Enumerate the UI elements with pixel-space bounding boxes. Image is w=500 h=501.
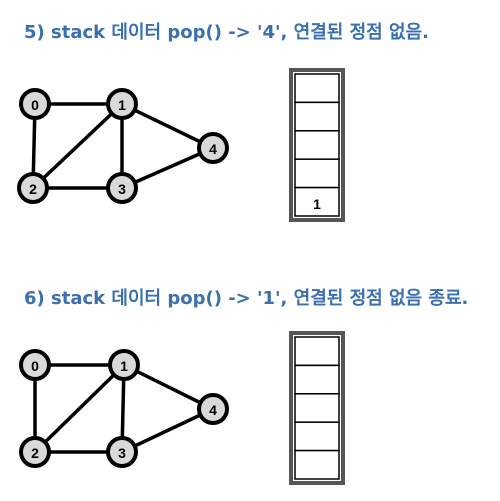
- vertex-label: 3: [118, 445, 126, 461]
- stack-slot: [294, 101, 340, 132]
- vertex-label: 4: [209, 402, 217, 418]
- vertex-3: 3: [106, 436, 138, 468]
- stack: [289, 331, 345, 485]
- vertex-circle: [19, 436, 51, 468]
- step-5-title: 5) stack 데이터 pop() -> '4', 연결된 정점 없음.: [24, 22, 429, 43]
- vertex-label: 0: [31, 97, 39, 113]
- vertex-circle: [197, 132, 229, 164]
- vertex-0: 0: [19, 88, 51, 120]
- vertex-circle: [19, 88, 51, 120]
- stack-slot: [294, 73, 340, 104]
- vertex-circle: [108, 349, 140, 381]
- edge-1-2: [31, 102, 124, 190]
- vertex-label: 2: [31, 445, 39, 461]
- vertex-circle: [106, 172, 138, 204]
- step-6-diagram: 0 1 2 3 4: [19, 331, 345, 485]
- edge-3-4: [121, 146, 214, 190]
- stack-slot: [294, 336, 340, 367]
- vertex-label: 4: [209, 141, 217, 157]
- stack-slot: [294, 158, 340, 189]
- vertex-circle: [19, 349, 51, 381]
- vertex-0: 0: [19, 349, 51, 381]
- stack: 1: [289, 68, 345, 222]
- stack-frame: [289, 331, 345, 485]
- stack-slot: [294, 421, 340, 452]
- vertex-3: 3: [106, 172, 138, 204]
- vertex-circle: [106, 88, 138, 120]
- stack-slot: [294, 393, 340, 423]
- stack-frame: [289, 68, 345, 222]
- edge-3-4: [121, 407, 214, 454]
- vertex-circle: [17, 172, 49, 204]
- edge-1-4: [123, 363, 214, 411]
- stack-slot: [294, 449, 340, 480]
- vertex-1: 1: [106, 88, 138, 120]
- vertex-label: 1: [118, 97, 126, 113]
- stack-value: 1: [313, 196, 321, 212]
- vertex-label: 0: [31, 358, 39, 374]
- stack-slot: [294, 130, 340, 160]
- vertex-label: 3: [118, 181, 126, 197]
- vertex-circle: [197, 393, 229, 425]
- vertex-4: 4: [197, 393, 229, 425]
- vertex-4: 4: [197, 132, 229, 164]
- edge-1-2: [33, 363, 126, 454]
- vertex-circle: [106, 436, 138, 468]
- edge-1-4: [121, 102, 214, 150]
- vertex-2: 2: [17, 172, 49, 204]
- vertex-1: 1: [108, 349, 140, 381]
- stack-slot: [294, 364, 340, 395]
- stack-slot: [294, 186, 340, 217]
- step-5-diagram: 0 1 2 3 4 1: [17, 68, 345, 222]
- vertex-2: 2: [19, 436, 51, 468]
- vertex-label: 1: [120, 358, 128, 374]
- step-6-title: 6) stack 데이터 pop() -> '1', 연결된 정점 없음 종료.: [24, 288, 469, 309]
- vertex-label: 2: [29, 181, 37, 197]
